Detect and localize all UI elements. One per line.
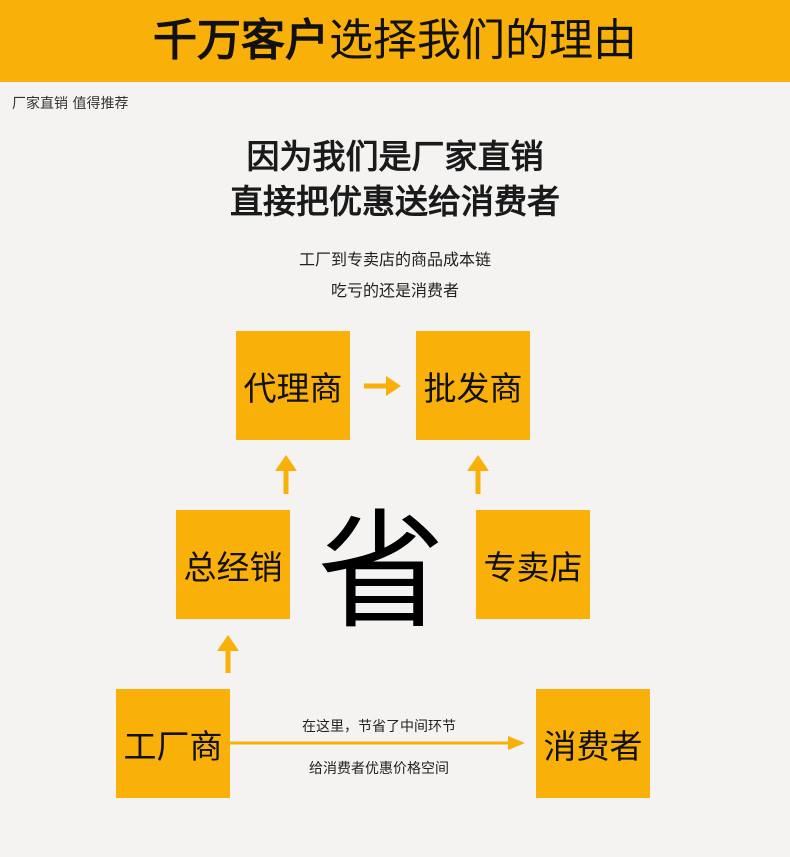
header-banner: 千万客户 选择我们的理由 [0,0,790,82]
arrow-factory-to-distributor [217,635,239,673]
box-wholesaler: 批发商 [416,331,530,440]
subtitle-tag: 厂家直销 值得推荐 [12,96,129,112]
banner-title-bold: 千万客户 [153,15,329,66]
headline-line-2: 直接把优惠送给消费者 [230,182,560,221]
box-store: 专卖店 [476,510,590,619]
arrow-caption-top: 在这里，节省了中间环节 [302,719,456,735]
note-line-1: 工厂到专卖店的商品成本链 [298,250,491,269]
arrow-caption-bottom: 给消费者优惠价格空间 [309,761,449,777]
banner-title-rest: 选择我们的理由 [329,15,637,66]
box-factory: 工厂商 [116,689,230,798]
box-agent: 代理商 [236,331,350,440]
arrow-agent-to-wholesaler [364,376,401,396]
arrow-factory-to-consumer [230,736,525,750]
note-line-2: 吃亏的还是消费者 [330,281,459,300]
save-character: 省 [316,498,445,647]
headline-line-1: 因为我们是厂家直销 [246,137,544,176]
box-consumer: 消费者 [536,689,650,798]
arrow-distributor-to-agent [275,455,297,494]
box-distributor: 总经销 [176,510,290,619]
arrow-store-to-wholesaler [467,455,489,494]
